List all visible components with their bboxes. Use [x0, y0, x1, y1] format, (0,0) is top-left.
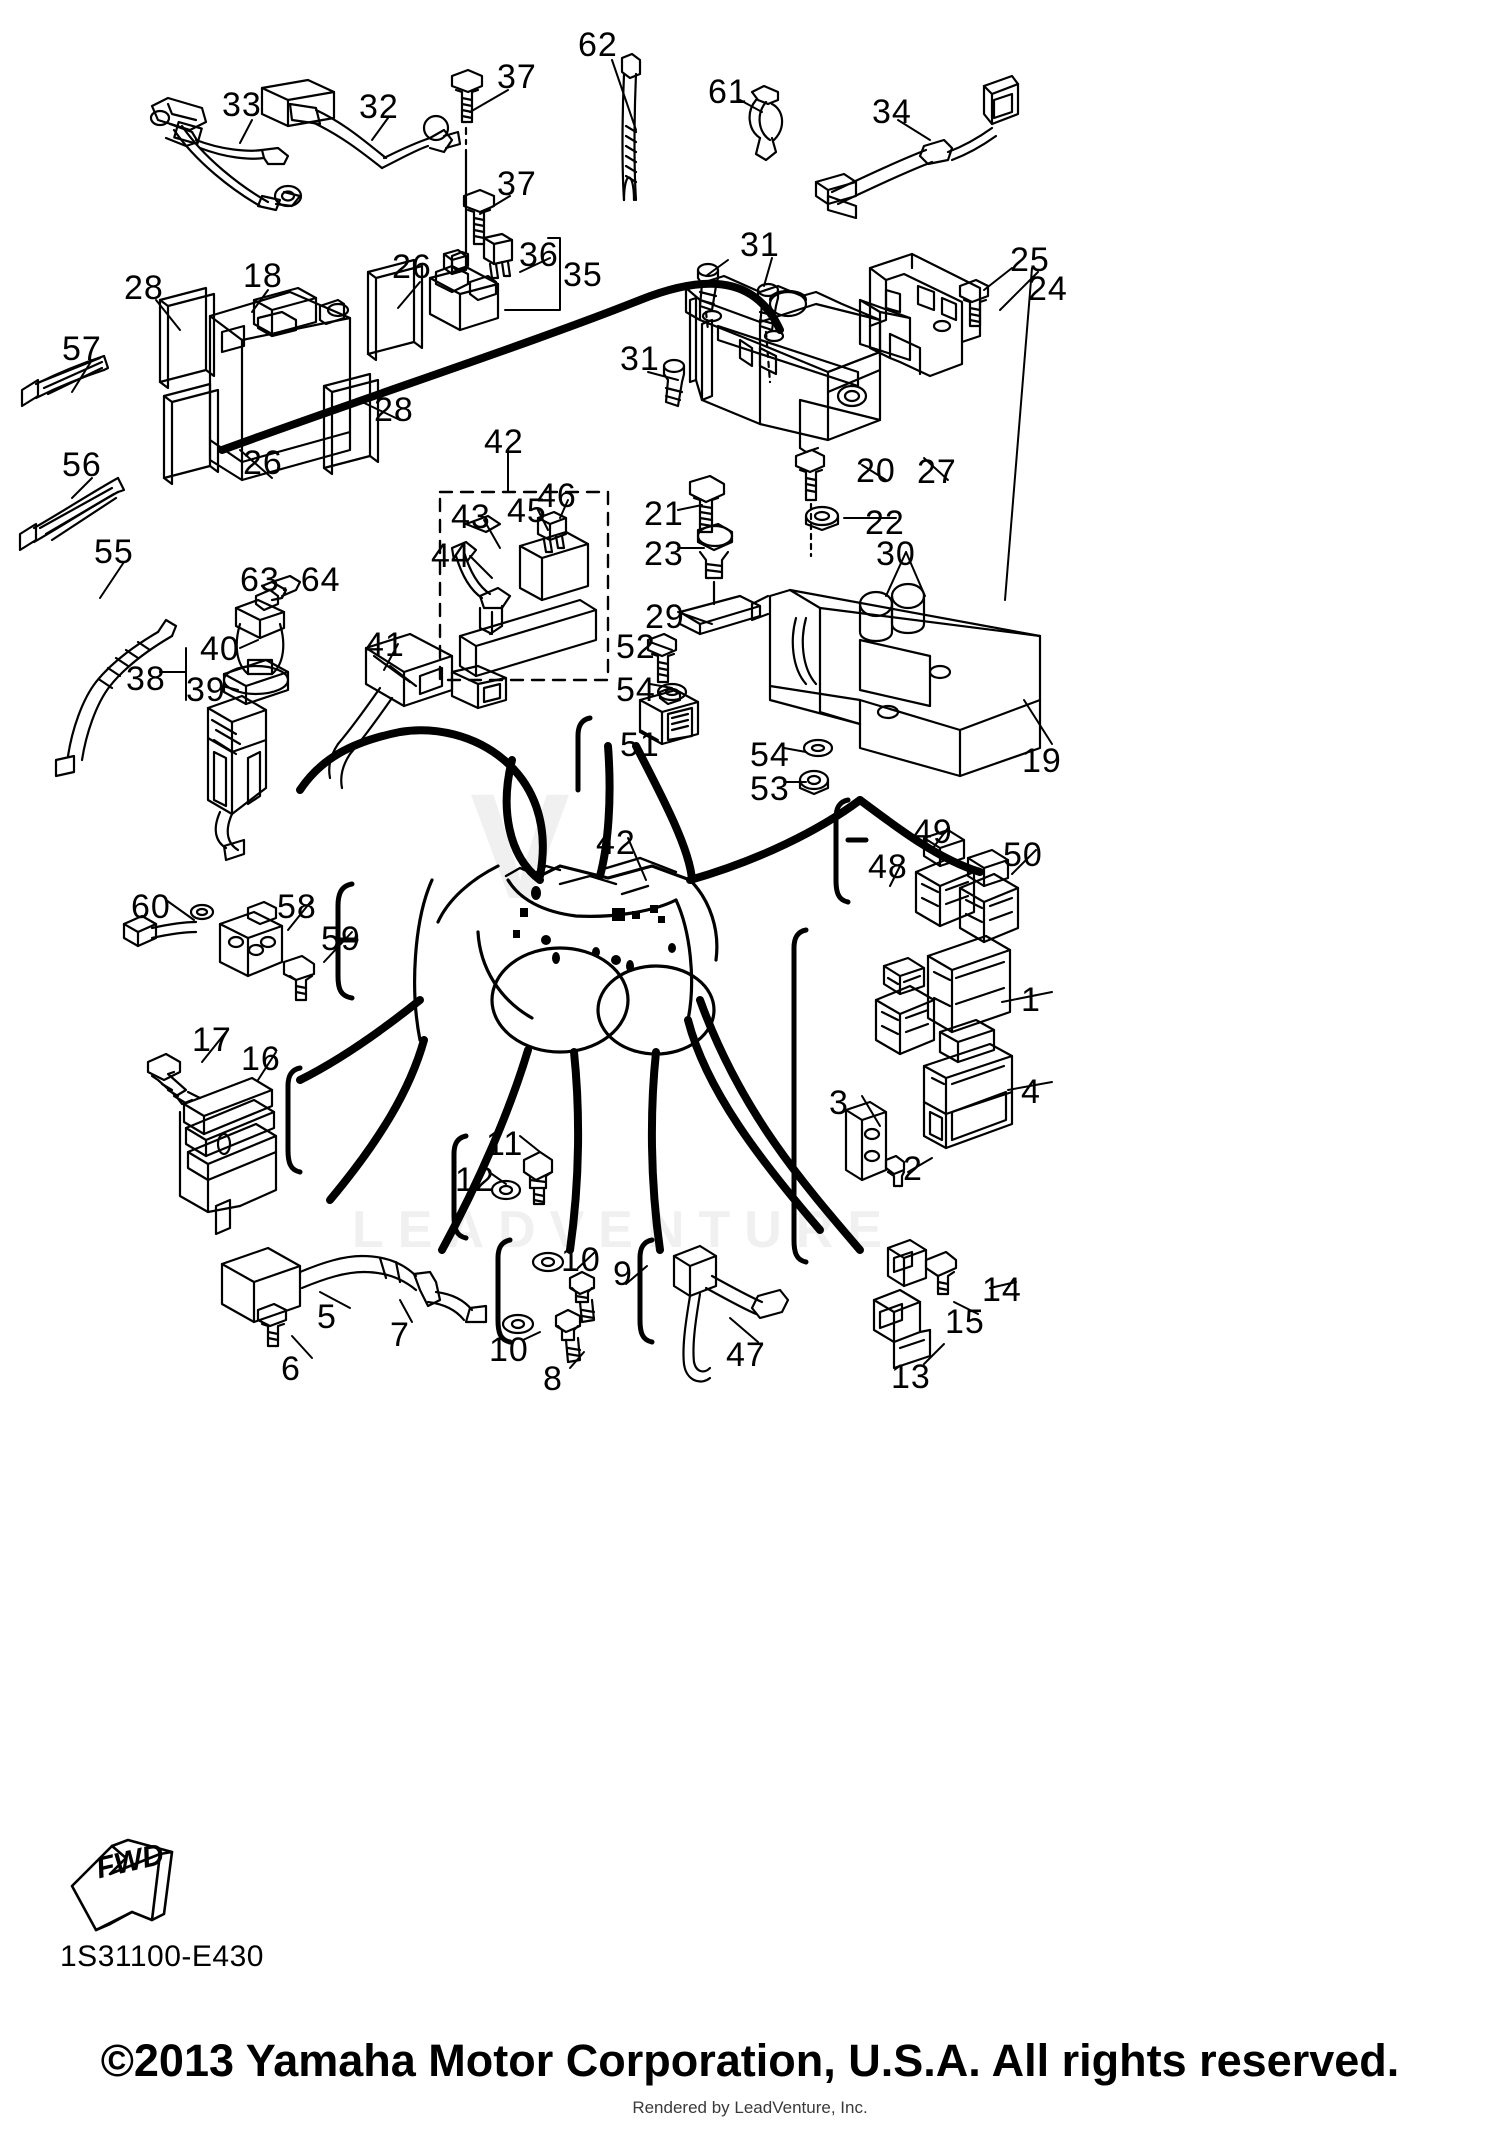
callout-number: 43	[451, 498, 491, 536]
callout-number: 9	[613, 1255, 633, 1293]
callout-number: 32	[359, 88, 399, 126]
callout-number: 49	[913, 813, 953, 851]
callout-number: 55	[94, 533, 134, 571]
callout-number: 46	[537, 477, 577, 515]
callout-number: 15	[945, 1303, 985, 1341]
callout-number: 48	[868, 848, 908, 886]
callout-number: 47	[726, 1336, 766, 1374]
callout-number: 23	[644, 535, 684, 573]
diagram-code: 1S31100-E430	[60, 1940, 264, 1973]
callout-number: 19	[1022, 742, 1062, 780]
callout-number: 45	[507, 492, 547, 530]
callout-number: 6	[281, 1350, 301, 1388]
callout-number: 58	[277, 888, 317, 926]
callout-number: 16	[241, 1040, 281, 1078]
callout-number: 39	[186, 671, 226, 709]
callout-number: 7	[390, 1316, 410, 1354]
callout-number: 26	[392, 248, 432, 286]
callout-number: 17	[192, 1021, 232, 1059]
callout-number: 22	[865, 504, 905, 542]
callout-number: 42	[484, 423, 524, 461]
callout-number: 33	[222, 86, 262, 124]
callout-number: 28	[374, 391, 414, 429]
callout-number: 1	[1021, 981, 1041, 1019]
callout-number: 51	[620, 726, 660, 764]
callout-number: 54	[750, 736, 790, 774]
callout-number: 27	[917, 453, 957, 491]
copyright-notice: ©2013 Yamaha Motor Corporation, U.S.A. A…	[100, 2035, 1400, 2086]
callout-number: 14	[982, 1271, 1022, 1309]
callout-number: 61	[708, 73, 748, 111]
callout-number: 41	[365, 626, 405, 664]
callout-number: 44	[431, 537, 471, 575]
callout-number: 29	[645, 598, 685, 636]
callout-number: 30	[876, 535, 916, 573]
callout-number: 42	[596, 824, 636, 862]
callout-number: 31	[740, 226, 780, 264]
callout-number: 10	[561, 1241, 601, 1279]
callout-number: 38	[126, 660, 166, 698]
callout-number: 37	[497, 58, 537, 96]
callout-number: 5	[317, 1298, 337, 1336]
callout-number: 2	[903, 1150, 923, 1188]
callout-number: 40	[200, 630, 240, 668]
callout-number: 53	[750, 770, 790, 808]
callout-number: 31	[620, 340, 660, 378]
callout-number: 13	[891, 1358, 931, 1396]
callout-number: 54	[616, 671, 656, 709]
callout-number: 4	[1021, 1073, 1041, 1111]
callout-number: 21	[644, 495, 684, 533]
callout-number: 60	[131, 888, 171, 926]
callout-number: 20	[856, 452, 896, 490]
callout-number: 26	[243, 444, 283, 482]
callout-number: 50	[1003, 836, 1043, 874]
callout-number: 12	[455, 1161, 495, 1199]
callout-number: 28	[124, 269, 164, 307]
callout-number: 36	[519, 236, 559, 274]
callout-number: 62	[578, 26, 618, 64]
callout-number: 57	[62, 330, 102, 368]
callout-number: 63, 64	[240, 561, 341, 599]
callout-number: 11	[486, 1125, 524, 1163]
callout-number: 24	[1028, 270, 1068, 308]
callout-number: 8	[543, 1360, 563, 1398]
callout-number: 3	[829, 1084, 849, 1122]
callout-number: 34	[872, 93, 912, 131]
callout-number: 56	[62, 446, 102, 484]
callout-number: 37	[497, 165, 537, 203]
rendered-by-notice: Rendered by LeadVenture, Inc.	[632, 2098, 868, 2117]
callout-number: 52	[616, 628, 656, 666]
callout-number: 18	[243, 257, 283, 295]
callout-number: 59	[321, 920, 361, 958]
callout-number: 25	[1010, 241, 1050, 279]
callout-number: 10	[489, 1331, 529, 1369]
callout-number: 35	[563, 256, 603, 294]
